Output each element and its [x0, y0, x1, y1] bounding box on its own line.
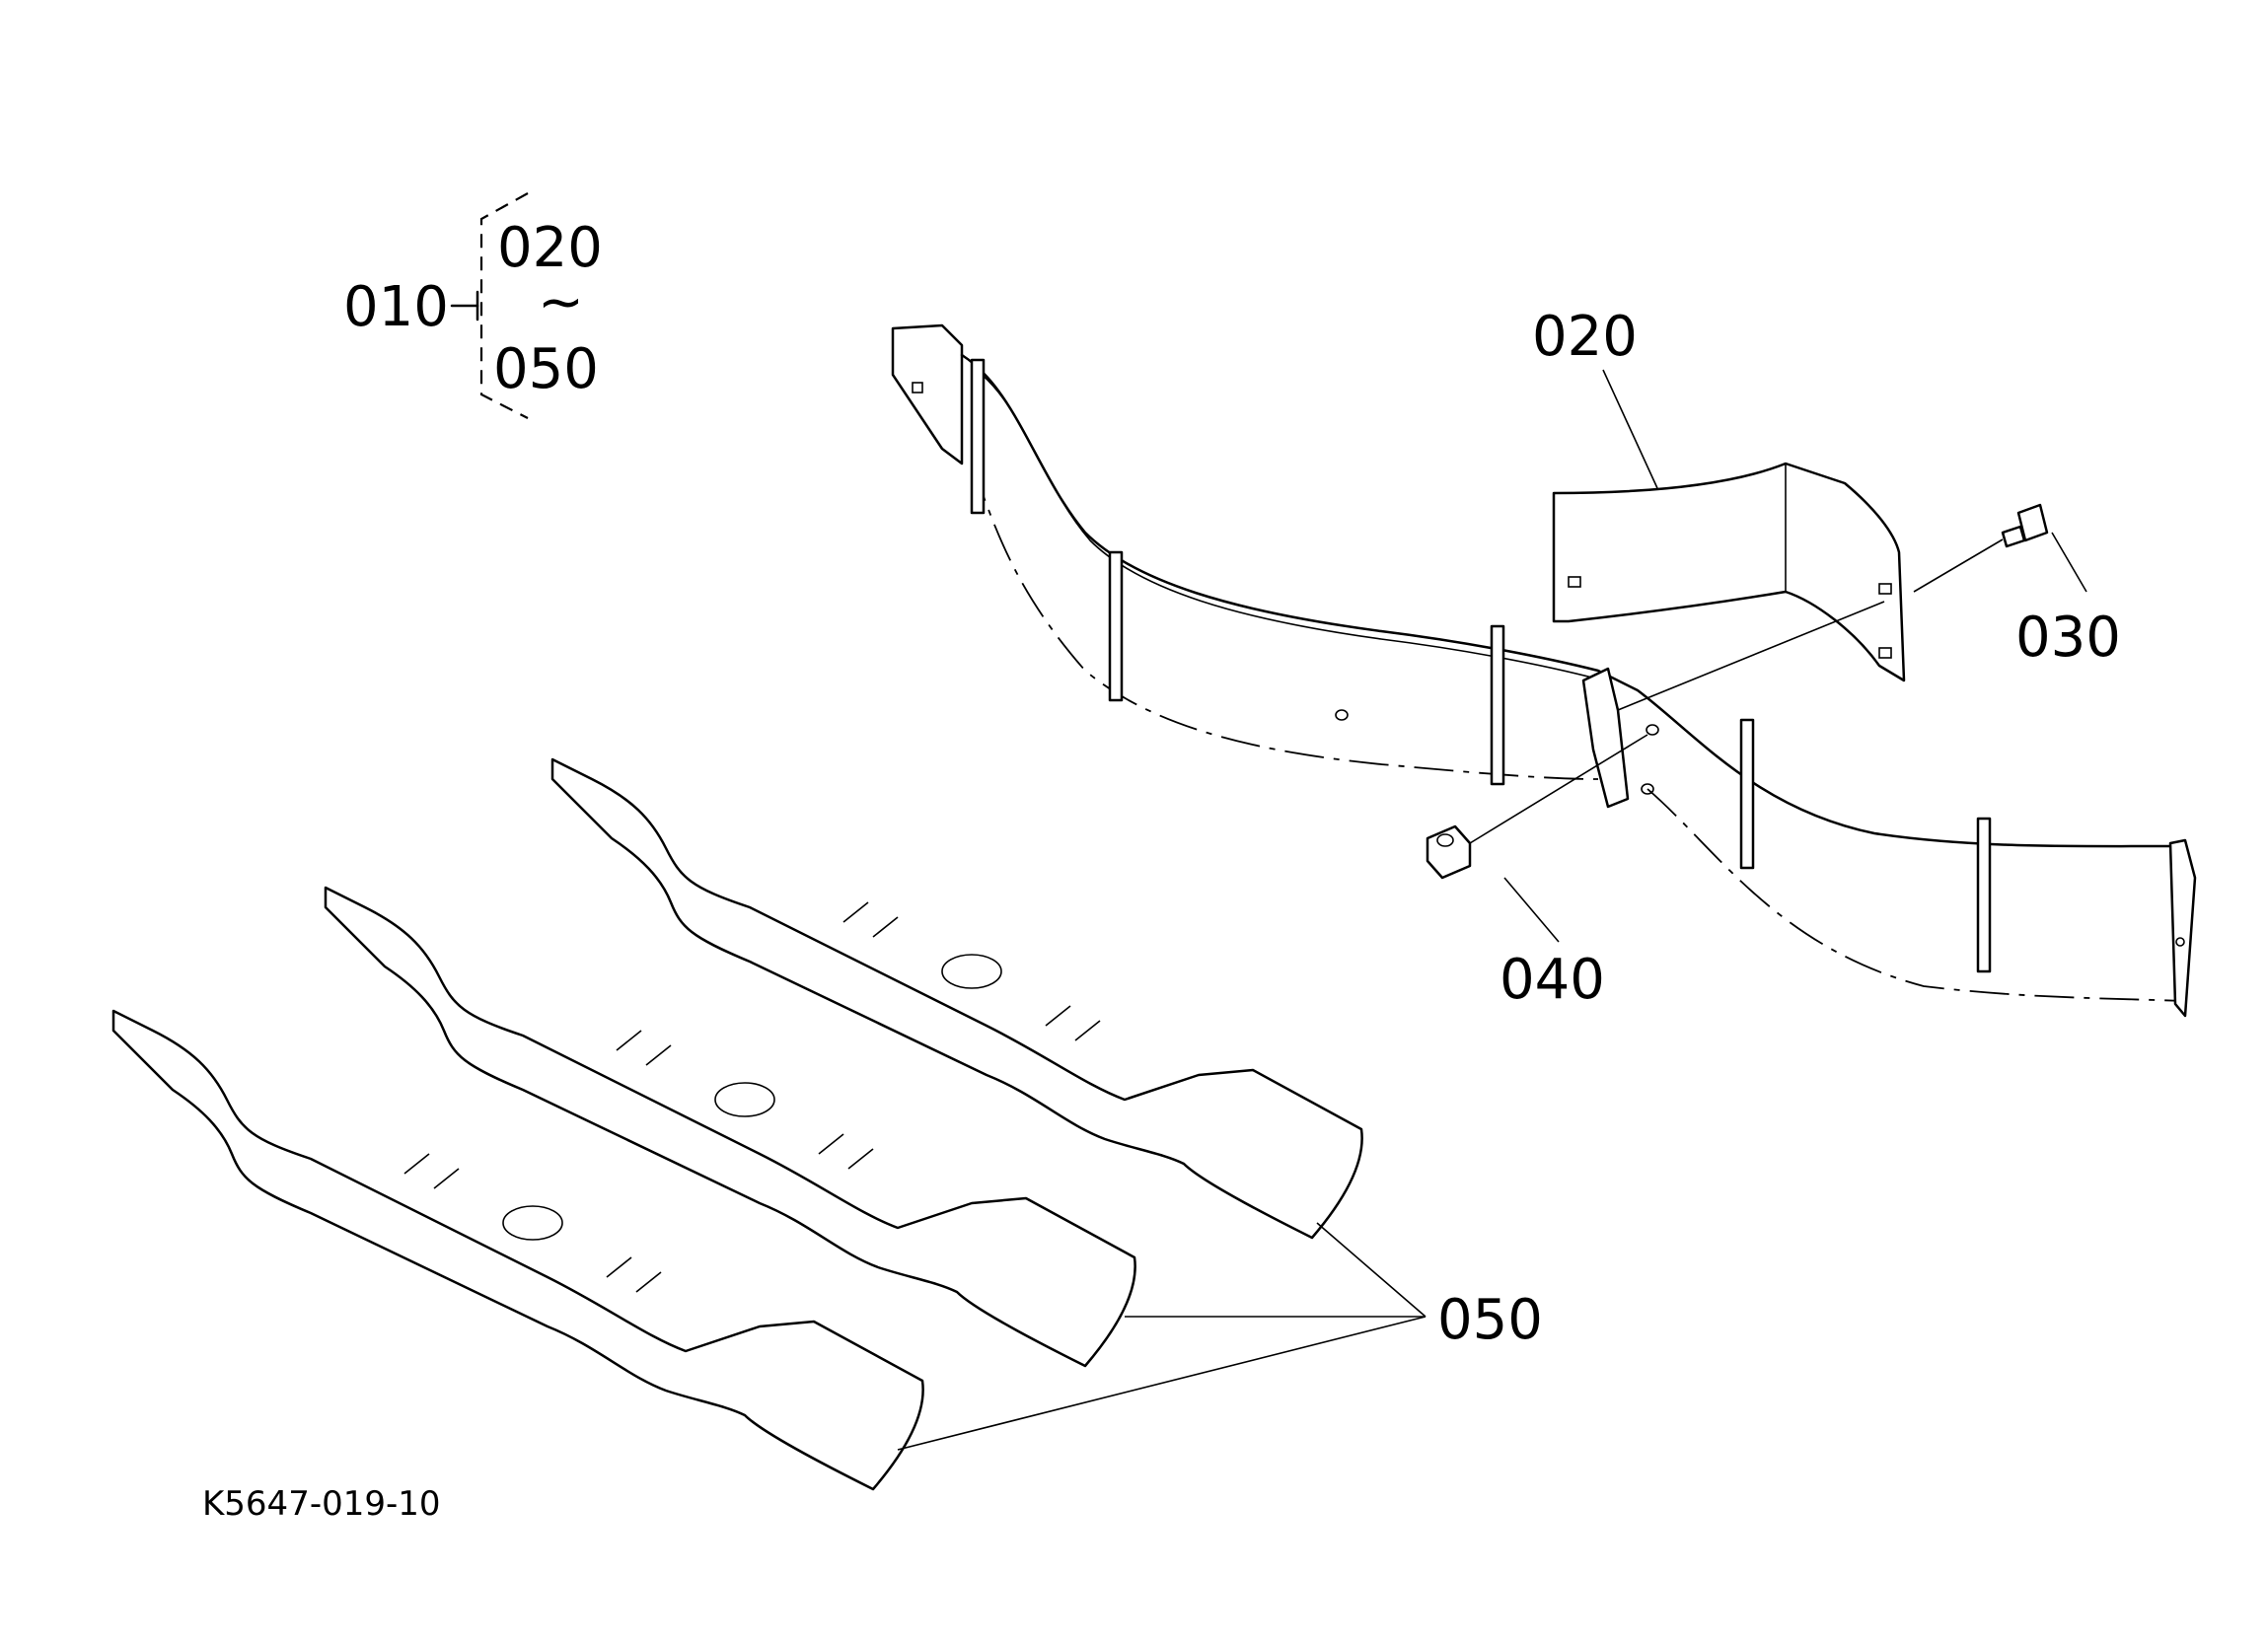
blade-middle-line-4	[847, 1148, 874, 1170]
assembly-label: 010	[343, 275, 449, 339]
blade-front-hole	[502, 1205, 563, 1241]
blade-middle-outline	[324, 886, 1136, 1368]
nut	[1426, 601, 1885, 880]
stud-5	[1976, 817, 1992, 973]
short-baffle-slot-1	[1568, 576, 1581, 588]
leader-040	[1503, 877, 1560, 943]
short-baffle-slot-2	[1878, 583, 1892, 595]
nut-bore	[1436, 833, 1454, 847]
baffle-left-slot	[912, 382, 923, 394]
callout-040: 040	[1500, 948, 1605, 1012]
blade-rear-line-3	[1045, 1005, 1071, 1027]
baffle-hole-1	[1335, 709, 1349, 721]
blade-front	[111, 1009, 924, 1491]
baffle-top-inner-edge	[971, 366, 1597, 680]
baffle-centre-flange	[1581, 667, 1630, 809]
short-baffle-body	[1552, 462, 1906, 682]
baffle-bottom-hidden-edge	[971, 463, 1599, 780]
blade-front-line-3	[606, 1256, 632, 1278]
baffle-bottom-right-hidden-edge	[1646, 788, 2186, 1002]
assembly-axis-line	[1617, 601, 1885, 711]
range-tilde: ~	[538, 270, 584, 334]
blade-rear-outline	[550, 757, 1363, 1240]
callout-leaders	[897, 369, 2087, 1451]
blade-middle-line-3	[818, 1133, 844, 1155]
blade-rear-line-4	[1074, 1020, 1101, 1041]
leader-050-rear	[1316, 1222, 1427, 1318]
blade-middle	[324, 886, 1136, 1368]
short-baffle-slot-3	[1878, 647, 1892, 659]
baffle-right-hole	[2175, 937, 2185, 947]
short-baffle	[1552, 462, 1906, 682]
stud-1	[970, 358, 986, 515]
leader-050-front	[897, 1316, 1427, 1451]
nut-leader	[1469, 734, 1648, 844]
callout-030: 030	[2015, 606, 2121, 670]
blade-rear-line-1	[842, 901, 869, 923]
blade-front-line-2	[433, 1168, 460, 1189]
blade-front-line-1	[403, 1153, 430, 1175]
blade-front-outline	[111, 1009, 924, 1491]
bolt-shank	[2001, 525, 2026, 548]
figure-code: K5647-019-10	[202, 1484, 441, 1524]
blade-middle-line-1	[616, 1030, 642, 1051]
blade-middle-hole	[714, 1082, 775, 1117]
callout-050: 050	[1437, 1288, 1543, 1352]
baffle-left-bracket	[891, 323, 964, 465]
stud-2	[1108, 550, 1124, 702]
assembly-bracket	[479, 192, 529, 419]
blade-front-line-4	[635, 1271, 662, 1293]
range-start-label: 020	[497, 216, 603, 280]
blade-middle-line-2	[645, 1044, 672, 1066]
blade-rear-line-2	[872, 916, 899, 938]
blade-rear	[550, 757, 1363, 1240]
stud-3	[1490, 624, 1505, 786]
leader-020	[1602, 369, 1658, 489]
assembly-reference: 010 020 ~ 050	[343, 192, 603, 419]
blades	[111, 757, 1363, 1491]
baffle-hole-3	[1641, 783, 1654, 795]
bolt	[1913, 503, 2049, 593]
stud-4	[1739, 718, 1755, 870]
range-end-label: 050	[493, 337, 599, 401]
bolt-leader	[1913, 538, 2004, 593]
baffle-hole-2	[1646, 724, 1659, 736]
bolt-head	[2016, 503, 2049, 542]
baffle-top-edge	[960, 353, 2172, 848]
baffle-studs	[970, 358, 1992, 973]
callout-020: 020	[1532, 305, 1638, 369]
leader-030	[2051, 532, 2087, 593]
baffle-right-bracket	[2168, 838, 2197, 1018]
long-baffle	[891, 323, 2197, 1018]
blade-rear-hole	[941, 954, 1002, 989]
